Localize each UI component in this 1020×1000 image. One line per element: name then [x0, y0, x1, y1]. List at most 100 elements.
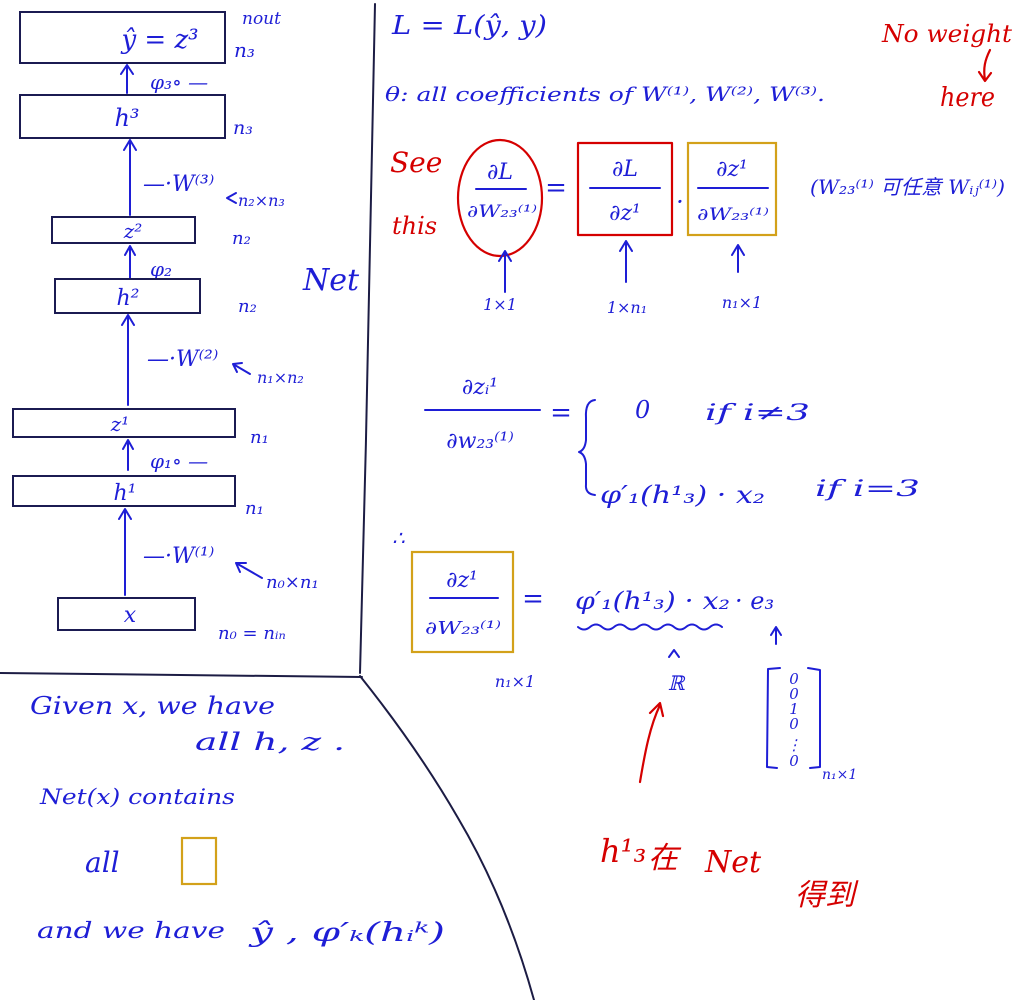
- result-shape: n₁×1: [495, 672, 535, 691]
- w1-label: —·W⁽¹⁾: [143, 544, 214, 569]
- summary-line-5-math: ŷ , φ′ₖ(hᵢᵏ): [248, 918, 445, 948]
- arrow-left-icon: [235, 562, 263, 579]
- curved-divider: [359, 675, 535, 1000]
- chevron-left-icon: [226, 192, 237, 204]
- no-weight-note-here: here: [940, 83, 995, 113]
- loss-definition: L = L(ŷ, y): [391, 11, 547, 41]
- arrow-up-icon: [121, 314, 135, 406]
- summary-notes: Given x, we have all h, z . Net(x) conta…: [30, 692, 445, 948]
- vector-shape: n₁×1: [822, 767, 857, 783]
- h2-label: h²: [117, 286, 140, 311]
- factor2-box: [686, 141, 778, 237]
- h3-box: [19, 94, 226, 139]
- see-this-note: See: [390, 146, 442, 179]
- lhs-numerator: ∂L: [487, 160, 513, 185]
- piecewise-denominator: ∂w₂₃⁽¹⁾: [446, 429, 513, 454]
- summary-line-4: all: [85, 846, 120, 879]
- h2-box: [54, 278, 201, 314]
- w2-label: —·W⁽²⁾: [147, 347, 218, 372]
- arrow-up-icon: [619, 240, 633, 283]
- factor2-numerator: ∂z¹: [716, 157, 748, 182]
- w1-shape: n₀×n₁: [266, 572, 319, 593]
- vector-right-bracket: [807, 667, 821, 769]
- factor1-denominator: ∂z¹: [609, 201, 641, 226]
- scalar-space: ℝ: [668, 671, 686, 695]
- result-scalar: φ′₁(h¹₃) · x₂: [575, 587, 730, 615]
- arrow-up-icon: [124, 245, 136, 279]
- case-zero-value: 0: [635, 396, 650, 424]
- w3-label: —·W⁽³⁾: [143, 172, 214, 197]
- dividers: [0, 3, 535, 1000]
- z1-size: n₁: [250, 427, 269, 448]
- chain-remark: (W₂₃⁽¹⁾ 可任意 Wᵢⱼ⁽¹⁾): [810, 175, 1005, 199]
- result-box: [410, 550, 515, 654]
- summary-line-2: all h, z .: [195, 728, 345, 756]
- output-size: n₃: [234, 38, 255, 62]
- summary-line-1: Given x, we have: [30, 692, 275, 720]
- lhs-highlight-circle: [456, 138, 544, 258]
- see-this-note-2: this: [392, 212, 437, 240]
- red-note-zai: 在: [648, 841, 682, 876]
- piecewise-equals: =: [550, 398, 572, 428]
- theta-definition: θ: all coefficients of W⁽¹⁾, W⁽²⁾, W⁽³⁾.: [385, 82, 825, 106]
- derivation: L = L(ŷ, y) θ: all coefficients of W⁽¹⁾,…: [385, 11, 1012, 913]
- h1-box: [12, 475, 236, 507]
- z2-box: [51, 216, 196, 244]
- vector-entry: 1: [789, 700, 799, 718]
- h2-size: n₂: [238, 296, 257, 317]
- vector-entry: 0: [789, 715, 799, 733]
- input-box: [57, 597, 196, 631]
- vector-entry: 0: [789, 685, 799, 703]
- h3-size: n₃: [233, 117, 253, 139]
- factor2-shape: n₁×1: [722, 293, 762, 312]
- arrow-up-icon: [123, 139, 137, 216]
- arrow-up-icon: [120, 64, 134, 94]
- z1-box: [12, 408, 236, 438]
- factor1-box: [576, 141, 674, 237]
- arrow-up-icon: [731, 244, 745, 273]
- red-note-h: h¹₃: [600, 832, 646, 870]
- case-three-condition: if i=3: [815, 477, 920, 502]
- arrow-up-icon: [638, 701, 665, 784]
- net-label: Net: [302, 263, 360, 298]
- chain-equals: =: [545, 173, 567, 203]
- no-weight-note: No weight: [881, 20, 1012, 48]
- z2-size: n₂: [232, 228, 251, 249]
- factor1-numerator: ∂L: [612, 157, 638, 182]
- arrow-down-icon: [977, 48, 993, 83]
- z2-label: z²: [123, 219, 143, 243]
- wavy-underline: [577, 623, 723, 631]
- vector-entry: 0: [789, 670, 799, 688]
- result-numerator: ∂z¹: [446, 568, 478, 593]
- factor1-shape: 1×n₁: [607, 298, 647, 317]
- case-zero-condition: if i≠3: [705, 401, 810, 426]
- factor2-denominator: ∂W₂₃⁽¹⁾: [697, 205, 769, 225]
- output-size-top: nout: [242, 9, 281, 29]
- case-three-value: φ′₁(h¹₃) · x₂: [600, 481, 765, 509]
- summary-line-5: and we have: [37, 919, 225, 944]
- lhs-shape: 1×1: [483, 295, 517, 314]
- w2-shape: n₁×n₂: [257, 368, 304, 387]
- z1-label: z¹: [110, 412, 130, 436]
- input-label: x: [124, 603, 137, 628]
- h3-label: h³: [114, 104, 139, 132]
- highlight-box-legend: [180, 836, 218, 886]
- result-equals: =: [522, 584, 544, 614]
- phi2-label: φ₂: [150, 257, 172, 281]
- vertical-divider: [359, 3, 376, 674]
- therefore-symbol: ∴: [392, 526, 405, 550]
- summary-line-3: Net(x) contains: [39, 785, 235, 809]
- left-brace: [578, 399, 596, 496]
- horizontal-divider: [0, 672, 363, 678]
- h1-label: h¹: [114, 481, 137, 506]
- vector-entry: 0: [789, 752, 799, 770]
- arrow-up-icon: [122, 439, 134, 471]
- output-box: [19, 11, 226, 64]
- arrow-left-icon: [232, 362, 251, 375]
- arrow-up-icon: [770, 626, 782, 645]
- red-note-dedao: 得到: [795, 878, 859, 913]
- network-diagram: ŷ = z³ nout n₃ φ₃∘ — h³ n₃ —·W⁽³⁾ n₂×n₃ …: [12, 9, 360, 644]
- vector-entry: ⋮: [787, 736, 802, 754]
- result-basis: · e₃: [735, 587, 774, 615]
